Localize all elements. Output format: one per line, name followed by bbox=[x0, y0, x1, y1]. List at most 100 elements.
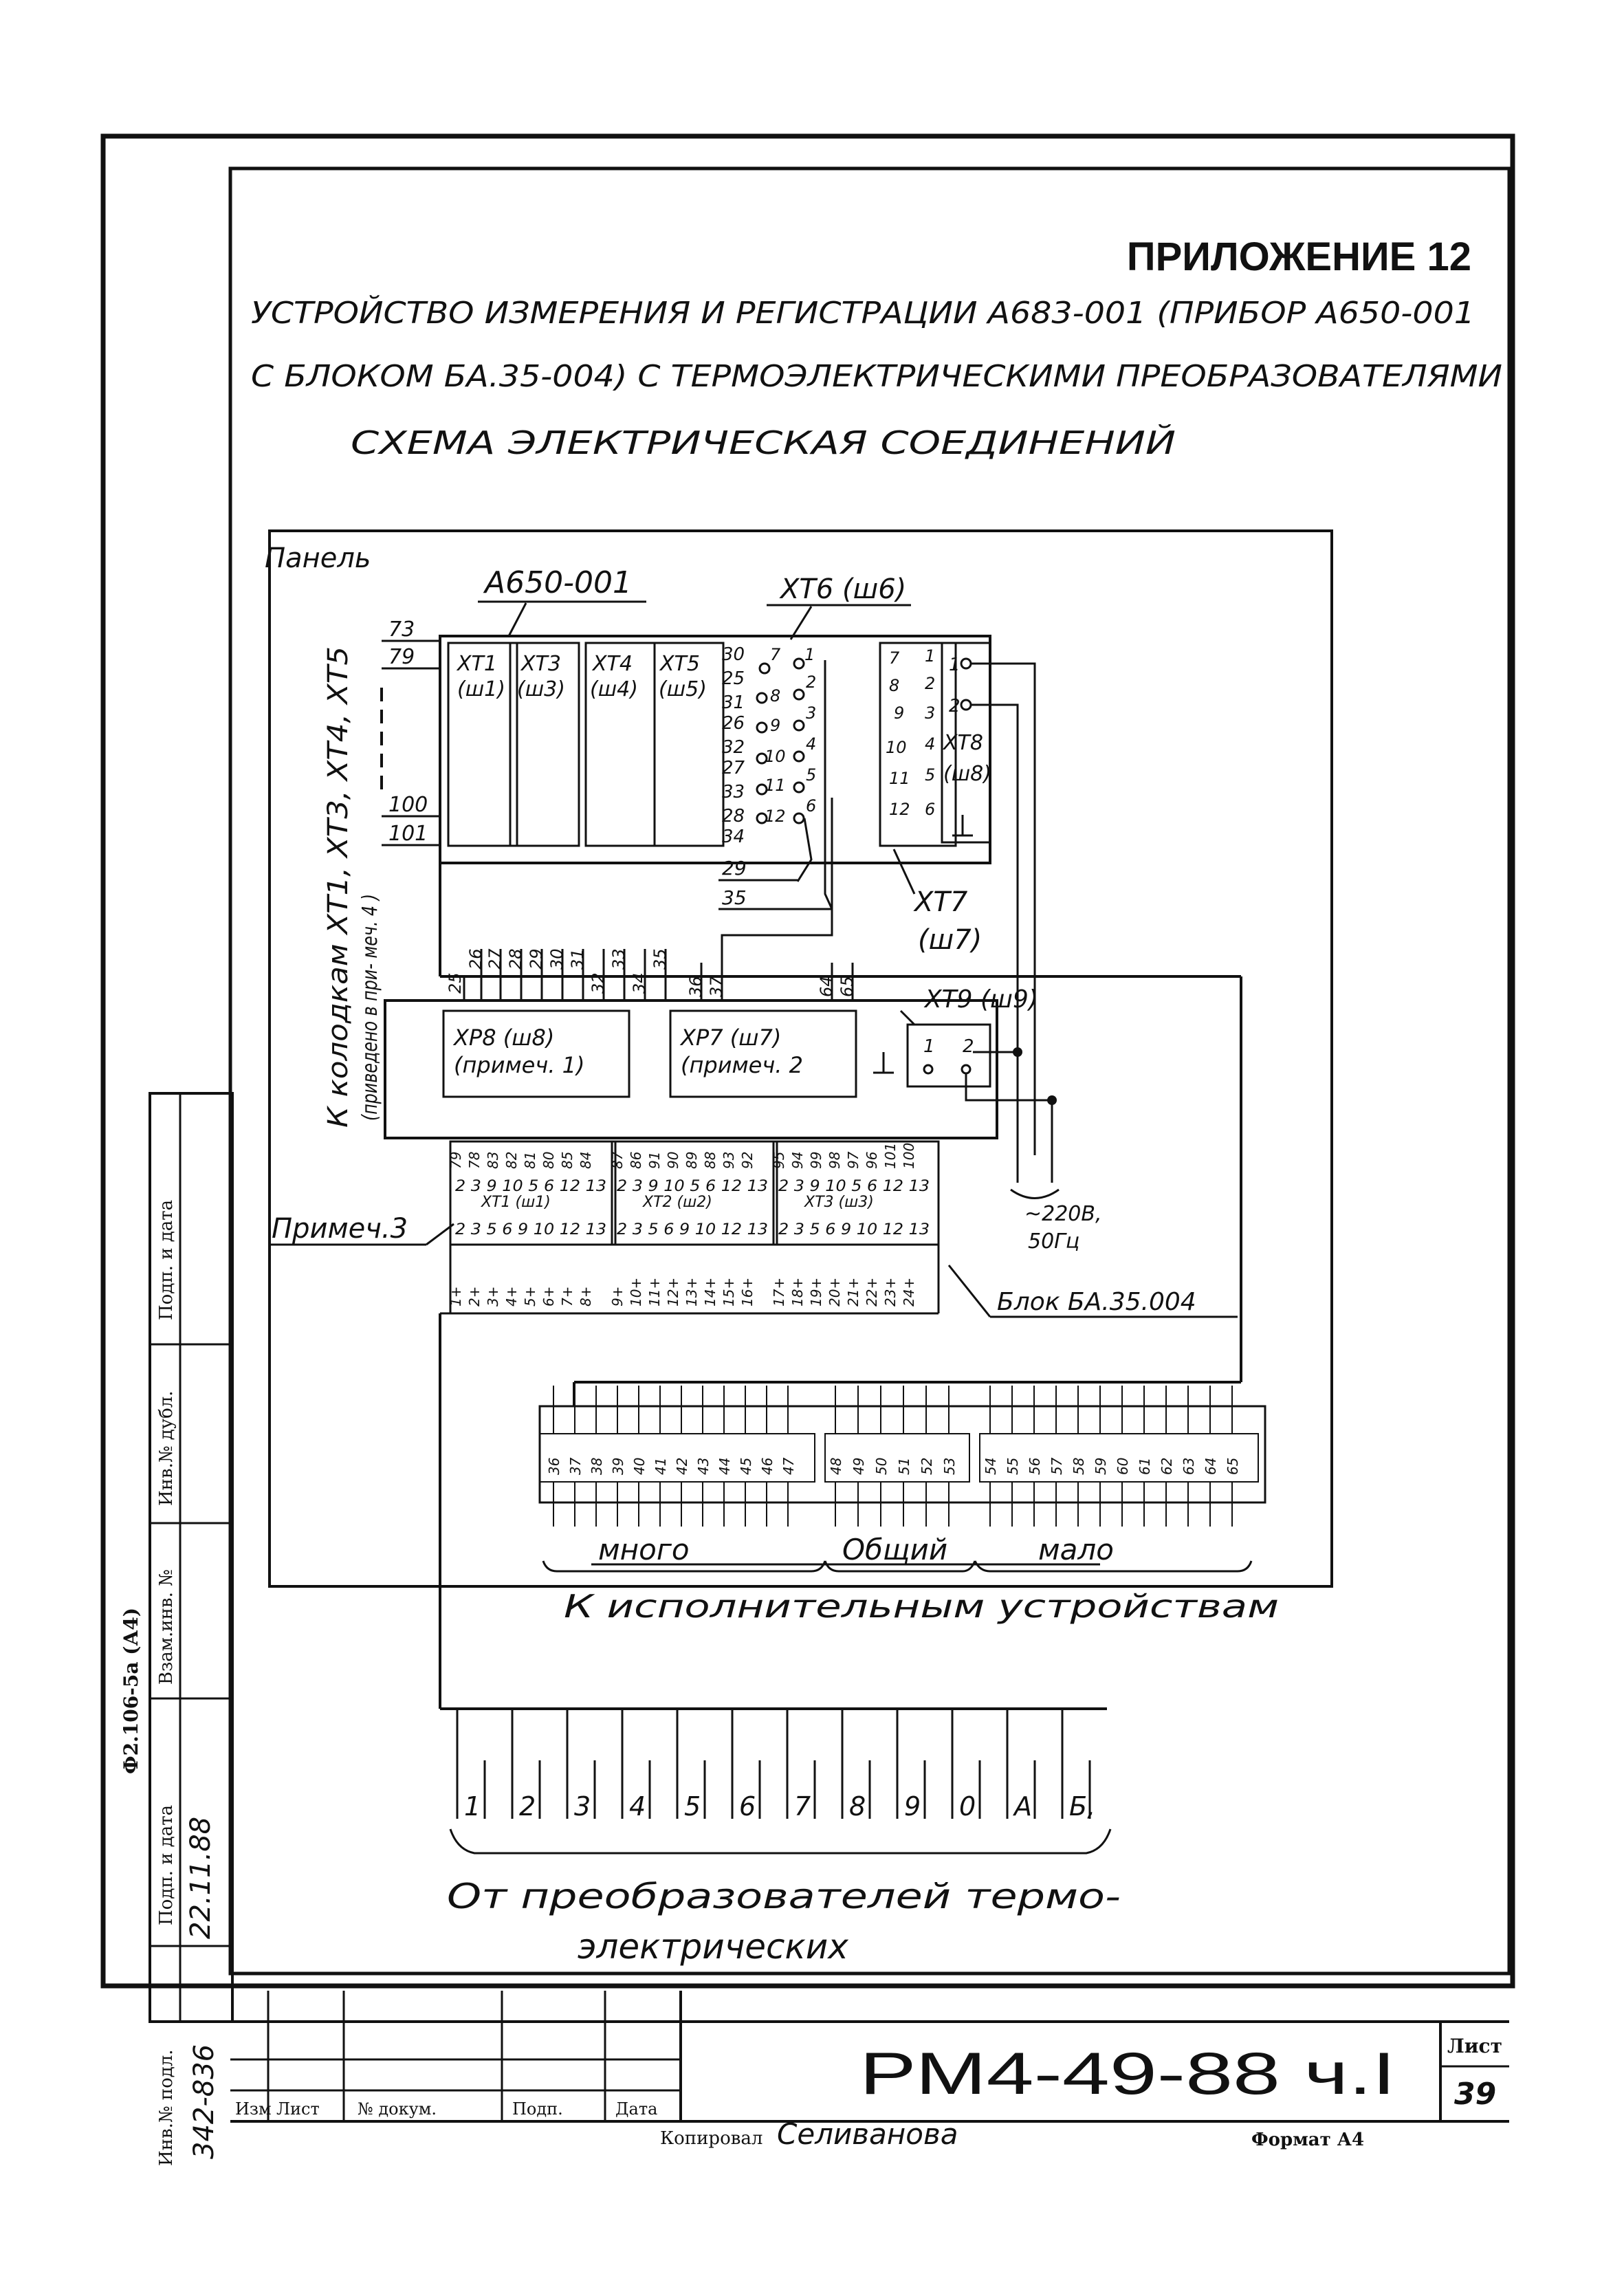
xt7-pins: 7 8 9 10 11 12 1 2 3 4 5 6 bbox=[886, 646, 935, 819]
wire-number: 31 bbox=[722, 692, 745, 713]
handwritten-inv: 342-836 bbox=[188, 2044, 220, 2159]
svg-text:10: 10 bbox=[765, 747, 786, 766]
svg-text:31: 31 bbox=[568, 948, 587, 970]
svg-text:4+: 4+ bbox=[503, 1287, 520, 1307]
svg-text:37: 37 bbox=[707, 976, 726, 997]
inner-frame bbox=[228, 166, 1511, 1976]
svg-text:81: 81 bbox=[522, 1152, 538, 1169]
terminal-block-xt2-pins-top: 2 3 9 10 5 6 12 13 bbox=[617, 1178, 768, 1195]
side-cell-sign-date-2: Подп. и дата bbox=[156, 1805, 177, 1925]
svg-text:88: 88 bbox=[702, 1152, 718, 1169]
svg-text:32: 32 bbox=[589, 972, 608, 994]
svg-text:11: 11 bbox=[889, 769, 910, 788]
input-terminal-label: 9 bbox=[904, 1791, 921, 1822]
svg-text:26: 26 bbox=[466, 948, 485, 970]
wire-number: 27 bbox=[722, 758, 745, 778]
output-terminal-number: 39 bbox=[610, 1458, 626, 1475]
terminal-top-numbers: 79 78 83 82 81 80 85 84 87 86 91 90 89 8… bbox=[448, 1143, 917, 1169]
input-terminal-label: 1 bbox=[464, 1791, 481, 1822]
stamp-col-sheet: Лист bbox=[276, 2099, 320, 2119]
wire-number: 29 bbox=[722, 857, 747, 879]
connector-xt5-sub: (ш5) bbox=[659, 677, 707, 701]
side-cell-replace-inv: Взам.инв. № bbox=[156, 1569, 177, 1685]
output-terminal-number: 56 bbox=[1027, 1458, 1043, 1475]
svg-text:7: 7 bbox=[770, 645, 781, 664]
side-strip: Подп. и дата Инв.№ дубл. Взам.инв. № Под… bbox=[120, 1092, 234, 2166]
xp8-wire-numbers: 25 26 27 28 29 30 31 32 33 34 35 bbox=[446, 948, 670, 994]
xt6-label: ХТ6 (ш6) bbox=[779, 573, 906, 605]
xt8-body bbox=[941, 642, 991, 844]
input-terminal-label: 5 bbox=[684, 1791, 701, 1822]
output-terminal-number: 41 bbox=[652, 1458, 669, 1475]
side-cell-dup-inv: Инв.№ дубл. bbox=[156, 1390, 177, 1506]
svg-text:8+: 8+ bbox=[578, 1287, 594, 1307]
output-terminal-number: 37 bbox=[567, 1457, 584, 1475]
svg-text:1: 1 bbox=[804, 645, 815, 664]
xt8-pin: 2 bbox=[949, 696, 961, 717]
svg-text:30: 30 bbox=[547, 948, 567, 970]
svg-text:21+: 21+ bbox=[845, 1278, 862, 1307]
svg-text:6: 6 bbox=[806, 796, 816, 816]
format-label: Формат А4 bbox=[1251, 2130, 1364, 2150]
xt9-body bbox=[906, 1023, 991, 1088]
svg-text:90: 90 bbox=[665, 1152, 681, 1169]
side-label-note: (приведено в при- меч. 4 ) bbox=[358, 894, 382, 1121]
xp8-label: ХР8 (ш8) bbox=[452, 1025, 554, 1051]
svg-text:34: 34 bbox=[630, 972, 649, 994]
group-label-common: Общий bbox=[842, 1533, 947, 1566]
side-cell-sign-date: Подп. и дата bbox=[156, 1200, 177, 1320]
terminal-bottom-numbers: 1+ 2+ 3+ 4+ 5+ 6+ 7+ 8+ 9+ 10+ 11+ 12+ 1… bbox=[448, 1278, 917, 1307]
terminal-block-xt2-label: ХТ2 (ш2) bbox=[642, 1194, 712, 1211]
svg-text:20+: 20+ bbox=[826, 1278, 843, 1307]
terminal-block-xt3-pins-bottom: 2 3 5 6 9 10 12 13 bbox=[778, 1221, 930, 1238]
output-terminal-number: 47 bbox=[780, 1457, 797, 1475]
svg-text:91: 91 bbox=[646, 1152, 663, 1169]
svg-text:36: 36 bbox=[686, 976, 705, 997]
svg-text:94: 94 bbox=[789, 1152, 806, 1169]
svg-text:4: 4 bbox=[925, 734, 935, 754]
wire-number: 28 bbox=[722, 806, 745, 827]
svg-text:100: 100 bbox=[901, 1143, 917, 1169]
svg-text:14+: 14+ bbox=[702, 1278, 718, 1307]
svg-text:25: 25 bbox=[446, 972, 465, 994]
svg-text:92: 92 bbox=[739, 1152, 756, 1169]
output-terminal-number: 50 bbox=[873, 1458, 890, 1475]
output-terminal-number: 42 bbox=[674, 1458, 690, 1475]
wire-number: 35 bbox=[722, 886, 747, 909]
svg-text:65: 65 bbox=[837, 976, 857, 997]
input-terminal-label: 3 bbox=[574, 1791, 591, 1822]
svg-text:11: 11 bbox=[765, 776, 786, 795]
svg-text:98: 98 bbox=[826, 1152, 843, 1169]
svg-text:29: 29 bbox=[527, 948, 546, 970]
svg-text:93: 93 bbox=[721, 1152, 737, 1169]
group-label-few: мало bbox=[1038, 1533, 1114, 1566]
svg-text:6+: 6+ bbox=[540, 1287, 557, 1307]
output-terminal-number: 59 bbox=[1093, 1458, 1109, 1475]
svg-text:80: 80 bbox=[540, 1152, 557, 1169]
input-terminal-label: А bbox=[1012, 1791, 1032, 1822]
connector-xt5-label: ХТ5 bbox=[659, 652, 700, 676]
terminal-block-xt1-label: ХТ1 (ш1) bbox=[481, 1194, 551, 1211]
svg-text:82: 82 bbox=[503, 1152, 520, 1169]
connector-xt3-sub: (ш3) bbox=[517, 677, 565, 701]
svg-text:7+: 7+ bbox=[559, 1287, 575, 1307]
title-line-3: СХЕМА ЭЛЕКТРИЧЕСКАЯ СОЕДИНЕНИЙ bbox=[351, 424, 1176, 461]
device-label: А650-001 bbox=[483, 565, 632, 600]
wire-number: 34 bbox=[722, 827, 745, 847]
xp8-connector bbox=[442, 1009, 630, 1098]
power-freq: 50Гц bbox=[1028, 1229, 1079, 1254]
svg-text:28: 28 bbox=[506, 948, 525, 970]
output-terminal-number: 44 bbox=[716, 1458, 733, 1475]
output-terminal-number: 43 bbox=[695, 1458, 712, 1475]
svg-text:6: 6 bbox=[925, 800, 935, 819]
input-label-line1: От преобразователей термо- bbox=[447, 1877, 1121, 1916]
sheet-label: Лист bbox=[1447, 2035, 1502, 2057]
xt8-label: ХТ8 bbox=[942, 731, 983, 755]
svg-text:17+: 17+ bbox=[771, 1278, 787, 1307]
connector-xt1-sub: (ш1) bbox=[457, 677, 505, 701]
output-terminal-number: 61 bbox=[1137, 1458, 1153, 1475]
input-terminal-label: 7 bbox=[794, 1791, 811, 1822]
form-code: Ф2.106-5а (А4) bbox=[120, 1608, 142, 1774]
